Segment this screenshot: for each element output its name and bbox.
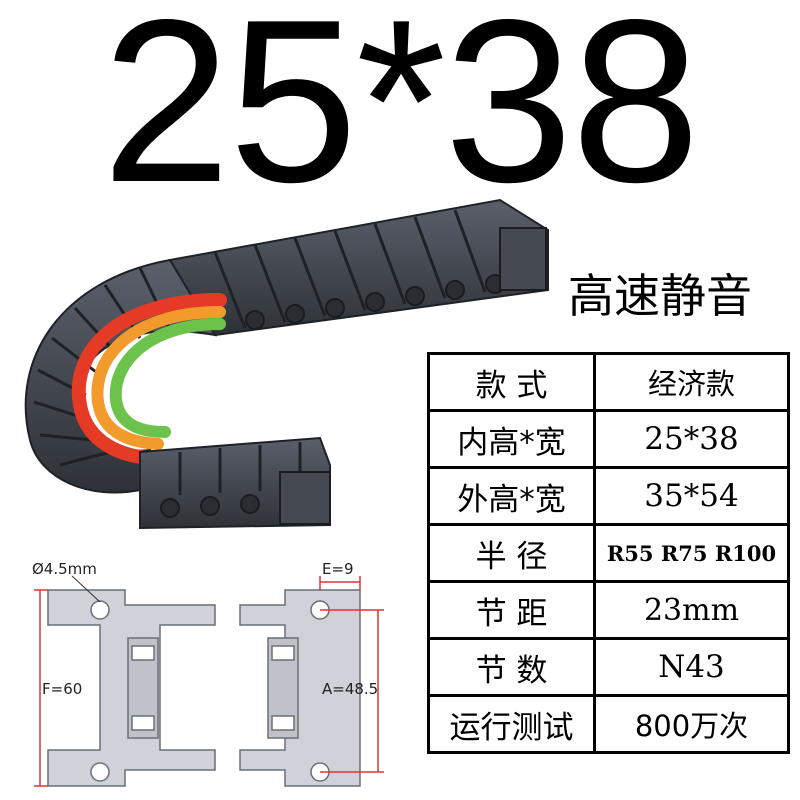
- hole-diameter-label: Ø4.5mm: [32, 560, 97, 578]
- a-dimension-label: A=48.5: [322, 680, 378, 698]
- spec-value: 25*38: [593, 409, 790, 469]
- product-tagline: 高速静音: [568, 269, 752, 323]
- spec-label: 半 径: [427, 523, 596, 583]
- table-row: 节 距 23mm: [427, 580, 790, 640]
- spec-label: 节 数: [427, 637, 596, 697]
- chain-bottom-run: [139, 436, 331, 530]
- spec-value: R55 R75 R100: [593, 523, 790, 583]
- link-side-view-left: [47, 589, 216, 787]
- table-row: 运行测试 800万次: [427, 694, 790, 754]
- dimension-diagram: Ø4.5mm F=60 E=9 A=48.5: [32, 560, 384, 787]
- e-dimension-label: E=9: [322, 560, 354, 578]
- spec-label: 款 式: [427, 352, 596, 412]
- hole-leader-line: [71, 575, 101, 603]
- spec-value: 23mm: [593, 580, 790, 640]
- spec-value: 800万次: [593, 694, 790, 754]
- spec-label: 外高*宽: [427, 466, 596, 526]
- product-size-title: 25*38: [101, 0, 700, 231]
- mount-hole-icon: [90, 600, 110, 620]
- mount-hole-icon: [90, 762, 110, 782]
- e-dimension-line: [319, 576, 361, 590]
- table-row: 半 径 R55 R75 R100: [427, 523, 790, 583]
- cables: [71, 293, 227, 465]
- spec-value: 经济款: [593, 352, 790, 412]
- spec-label: 内高*宽: [427, 409, 596, 469]
- table-row: 外高*宽 35*54: [427, 466, 790, 526]
- f-dimension-label: F=60: [42, 680, 82, 698]
- spec-value: 35*54: [593, 466, 790, 526]
- spec-value: N43: [593, 637, 790, 697]
- link-side-view-right: [239, 589, 361, 787]
- spec-label: 节 距: [427, 580, 596, 640]
- f-dimension-line: [34, 589, 48, 787]
- spec-label: 运行测试: [427, 694, 596, 754]
- table-row: 节 数 N43: [427, 637, 790, 697]
- a-dimension-line: [320, 609, 384, 773]
- table-row: 款 式 经济款: [427, 352, 790, 412]
- chain-top-run: [168, 198, 549, 337]
- table-row: 内高*宽 25*38: [427, 409, 790, 469]
- drag-chain-illustration: [24, 198, 549, 530]
- spec-table: 款 式 经济款 内高*宽 25*38 外高*宽 35*54 半 径 R55 R7…: [427, 352, 790, 754]
